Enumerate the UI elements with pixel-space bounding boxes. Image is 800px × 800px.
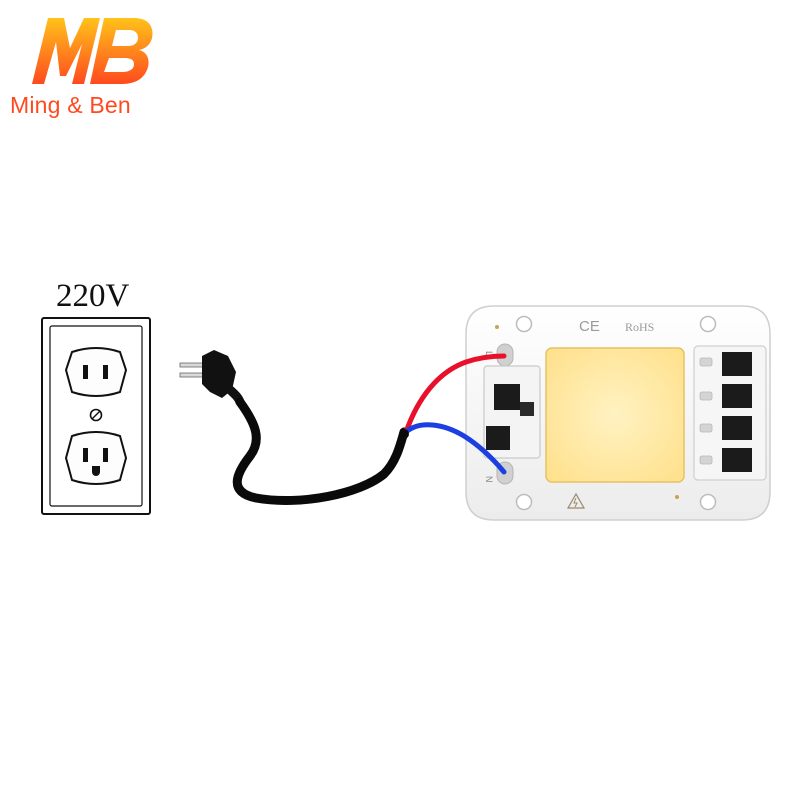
power-plug xyxy=(179,350,245,407)
wall-socket xyxy=(41,317,151,515)
rectifier-components xyxy=(693,345,767,481)
warning-icon xyxy=(566,492,586,509)
socket-outlet-top xyxy=(64,347,128,397)
brand-name: Ming & Ben xyxy=(10,92,131,118)
terminal-live-label: L xyxy=(484,351,494,356)
brand-logo-icon xyxy=(32,18,153,84)
terminal-neutral-label: N xyxy=(484,476,494,483)
socket-outlet-bottom xyxy=(64,431,128,485)
plate-screw-icon xyxy=(89,408,103,422)
ce-mark: CE xyxy=(579,318,600,335)
driver-ic-area xyxy=(483,365,541,459)
neutral-wire xyxy=(403,422,507,475)
led-chip xyxy=(545,347,685,483)
led-cob-module: CE RoHS L N xyxy=(465,305,771,521)
power-cord xyxy=(232,397,409,505)
rohs-mark: RoHS xyxy=(625,320,654,334)
voltage-label: 220V xyxy=(56,278,130,314)
live-wire xyxy=(403,353,507,435)
